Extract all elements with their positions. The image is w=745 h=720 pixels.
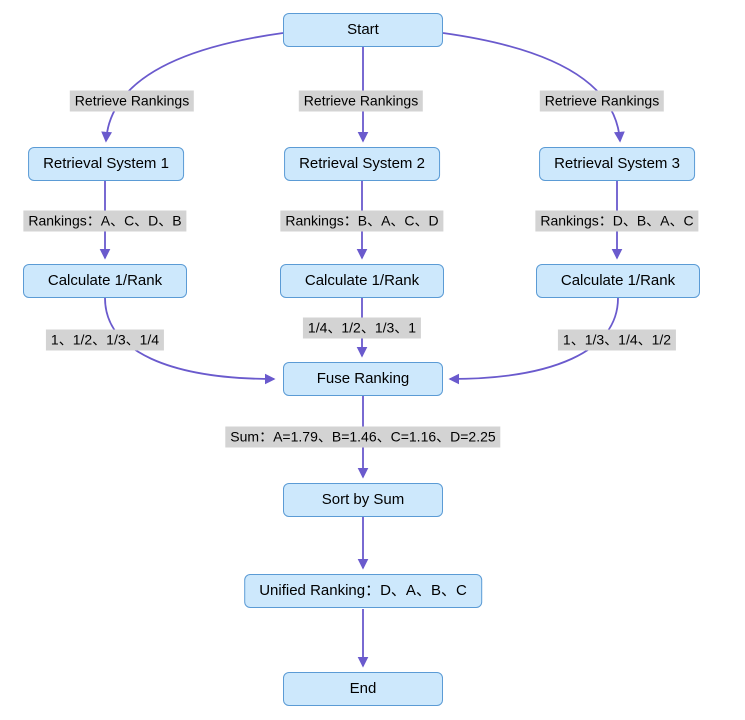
node-retrieval-system-3: Retrieval System 3: [539, 147, 695, 181]
node-calculate-rank-1: Calculate 1/Rank: [23, 264, 187, 298]
node-sort-by-sum: Sort by Sum: [283, 483, 443, 517]
node-calculate-rank-2: Calculate 1/Rank: [280, 264, 444, 298]
edge-start-to-rs3: [442, 32, 625, 143]
edge-label-retrieve-rankings-1: Retrieve Rankings: [69, 90, 195, 112]
edge-calc3-to-fuse: [448, 297, 619, 385]
node-start: Start: [283, 13, 443, 47]
node-calculate-rank-3: Calculate 1/Rank: [536, 264, 700, 298]
node-fuse-ranking: Fuse Ranking: [283, 362, 443, 396]
node-end: End: [283, 672, 443, 706]
edge-label-ranks-2: 1/4、1/2、1/3、1: [302, 317, 422, 339]
edge-calc1-to-fuse: [104, 297, 276, 385]
edge-label-ranks-3: 1、1/3、1/4、1/2: [557, 329, 677, 351]
node-unified-ranking: Unified Ranking：D、A、B、C: [244, 574, 482, 608]
edge-label-ranks-1: 1、1/2、1/3、1/4: [45, 329, 165, 351]
edge-label-rankings-2: Rankings：B、A、C、D: [280, 210, 444, 232]
edge-label-retrieve-rankings-3: Retrieve Rankings: [539, 90, 665, 112]
edge-label-sum: Sum：A=1.79、B=1.46、C=1.16、D=2.25: [225, 426, 501, 448]
edge-start-to-rs1: [101, 32, 284, 143]
node-retrieval-system-1: Retrieval System 1: [28, 147, 184, 181]
edge-label-rankings-3: Rankings：D、B、A、C: [535, 210, 699, 232]
edge-label-rankings-1: Rankings：A、C、D、B: [23, 210, 187, 232]
node-retrieval-system-2: Retrieval System 2: [284, 147, 440, 181]
edge-label-retrieve-rankings-2: Retrieve Rankings: [298, 90, 424, 112]
